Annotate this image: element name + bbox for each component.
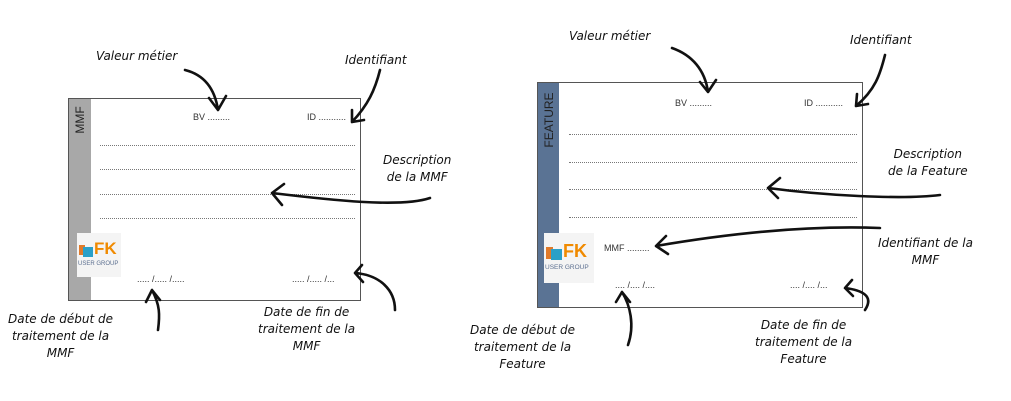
mmf-identifier-note: Identifiant [345, 53, 407, 67]
arrow-icon [654, 226, 882, 256]
mmf-card: MMF BV ......... ID ........... FK USER … [68, 98, 361, 301]
mmf-field: MMF ......... [604, 243, 650, 253]
feature-start-note: Date de début de traitement de la Featur… [470, 323, 576, 371]
bv-field: BV ......... [193, 112, 231, 122]
bv-field: BV ......... [675, 98, 713, 108]
arrow-icon [766, 176, 942, 200]
feature-mmf-identifier-note: Identifiant de la MMF [878, 236, 973, 267]
description-line [100, 218, 355, 219]
arrow-icon [854, 53, 887, 108]
feature-end-note: Date de fin de traitement de la Feature [755, 318, 853, 366]
id-field: ID ........... [804, 98, 844, 108]
mmf-description-note: Description de la MMF [383, 153, 452, 184]
arrow-icon [843, 278, 870, 312]
description-line [569, 162, 857, 163]
arrow-icon [353, 263, 397, 312]
fk-user-group-logo: FK USER GROUP [544, 233, 594, 283]
start-date-field: .... /.... /.... [615, 280, 656, 290]
description-line [100, 194, 355, 195]
end-date-field: ..... /..... /... [292, 274, 335, 284]
arrow-icon [270, 182, 432, 207]
id-field: ID ........... [307, 112, 347, 122]
description-line [569, 134, 857, 135]
arrow-icon [183, 68, 228, 112]
arrow-icon [614, 290, 633, 347]
feature-description-note: Description de la Feature [888, 147, 968, 178]
end-date-field: .... /.... /... [790, 280, 828, 290]
arrow-icon [350, 68, 382, 124]
fk-user-group-logo: FK USER GROUP [77, 233, 121, 277]
mmf-end-note: Date de fin de traitement de la MMF [258, 305, 356, 353]
description-line [100, 145, 355, 146]
description-line [100, 169, 355, 170]
description-line [569, 189, 857, 190]
mmf-start-note: Date de début de traitement de la MMF [8, 312, 114, 360]
arrow-icon [144, 288, 162, 332]
arrow-icon [670, 46, 718, 94]
feature-card: FEATURE BV ......... ID ........... FK U… [537, 82, 863, 308]
feature-identifier-note: Identifiant [850, 33, 912, 47]
start-date-field: ..... /..... /..... [137, 274, 185, 284]
description-line [569, 217, 857, 218]
feature-business-value-note: Valeur métier [569, 29, 651, 43]
mmf-business-value-note: Valeur métier [96, 49, 178, 63]
